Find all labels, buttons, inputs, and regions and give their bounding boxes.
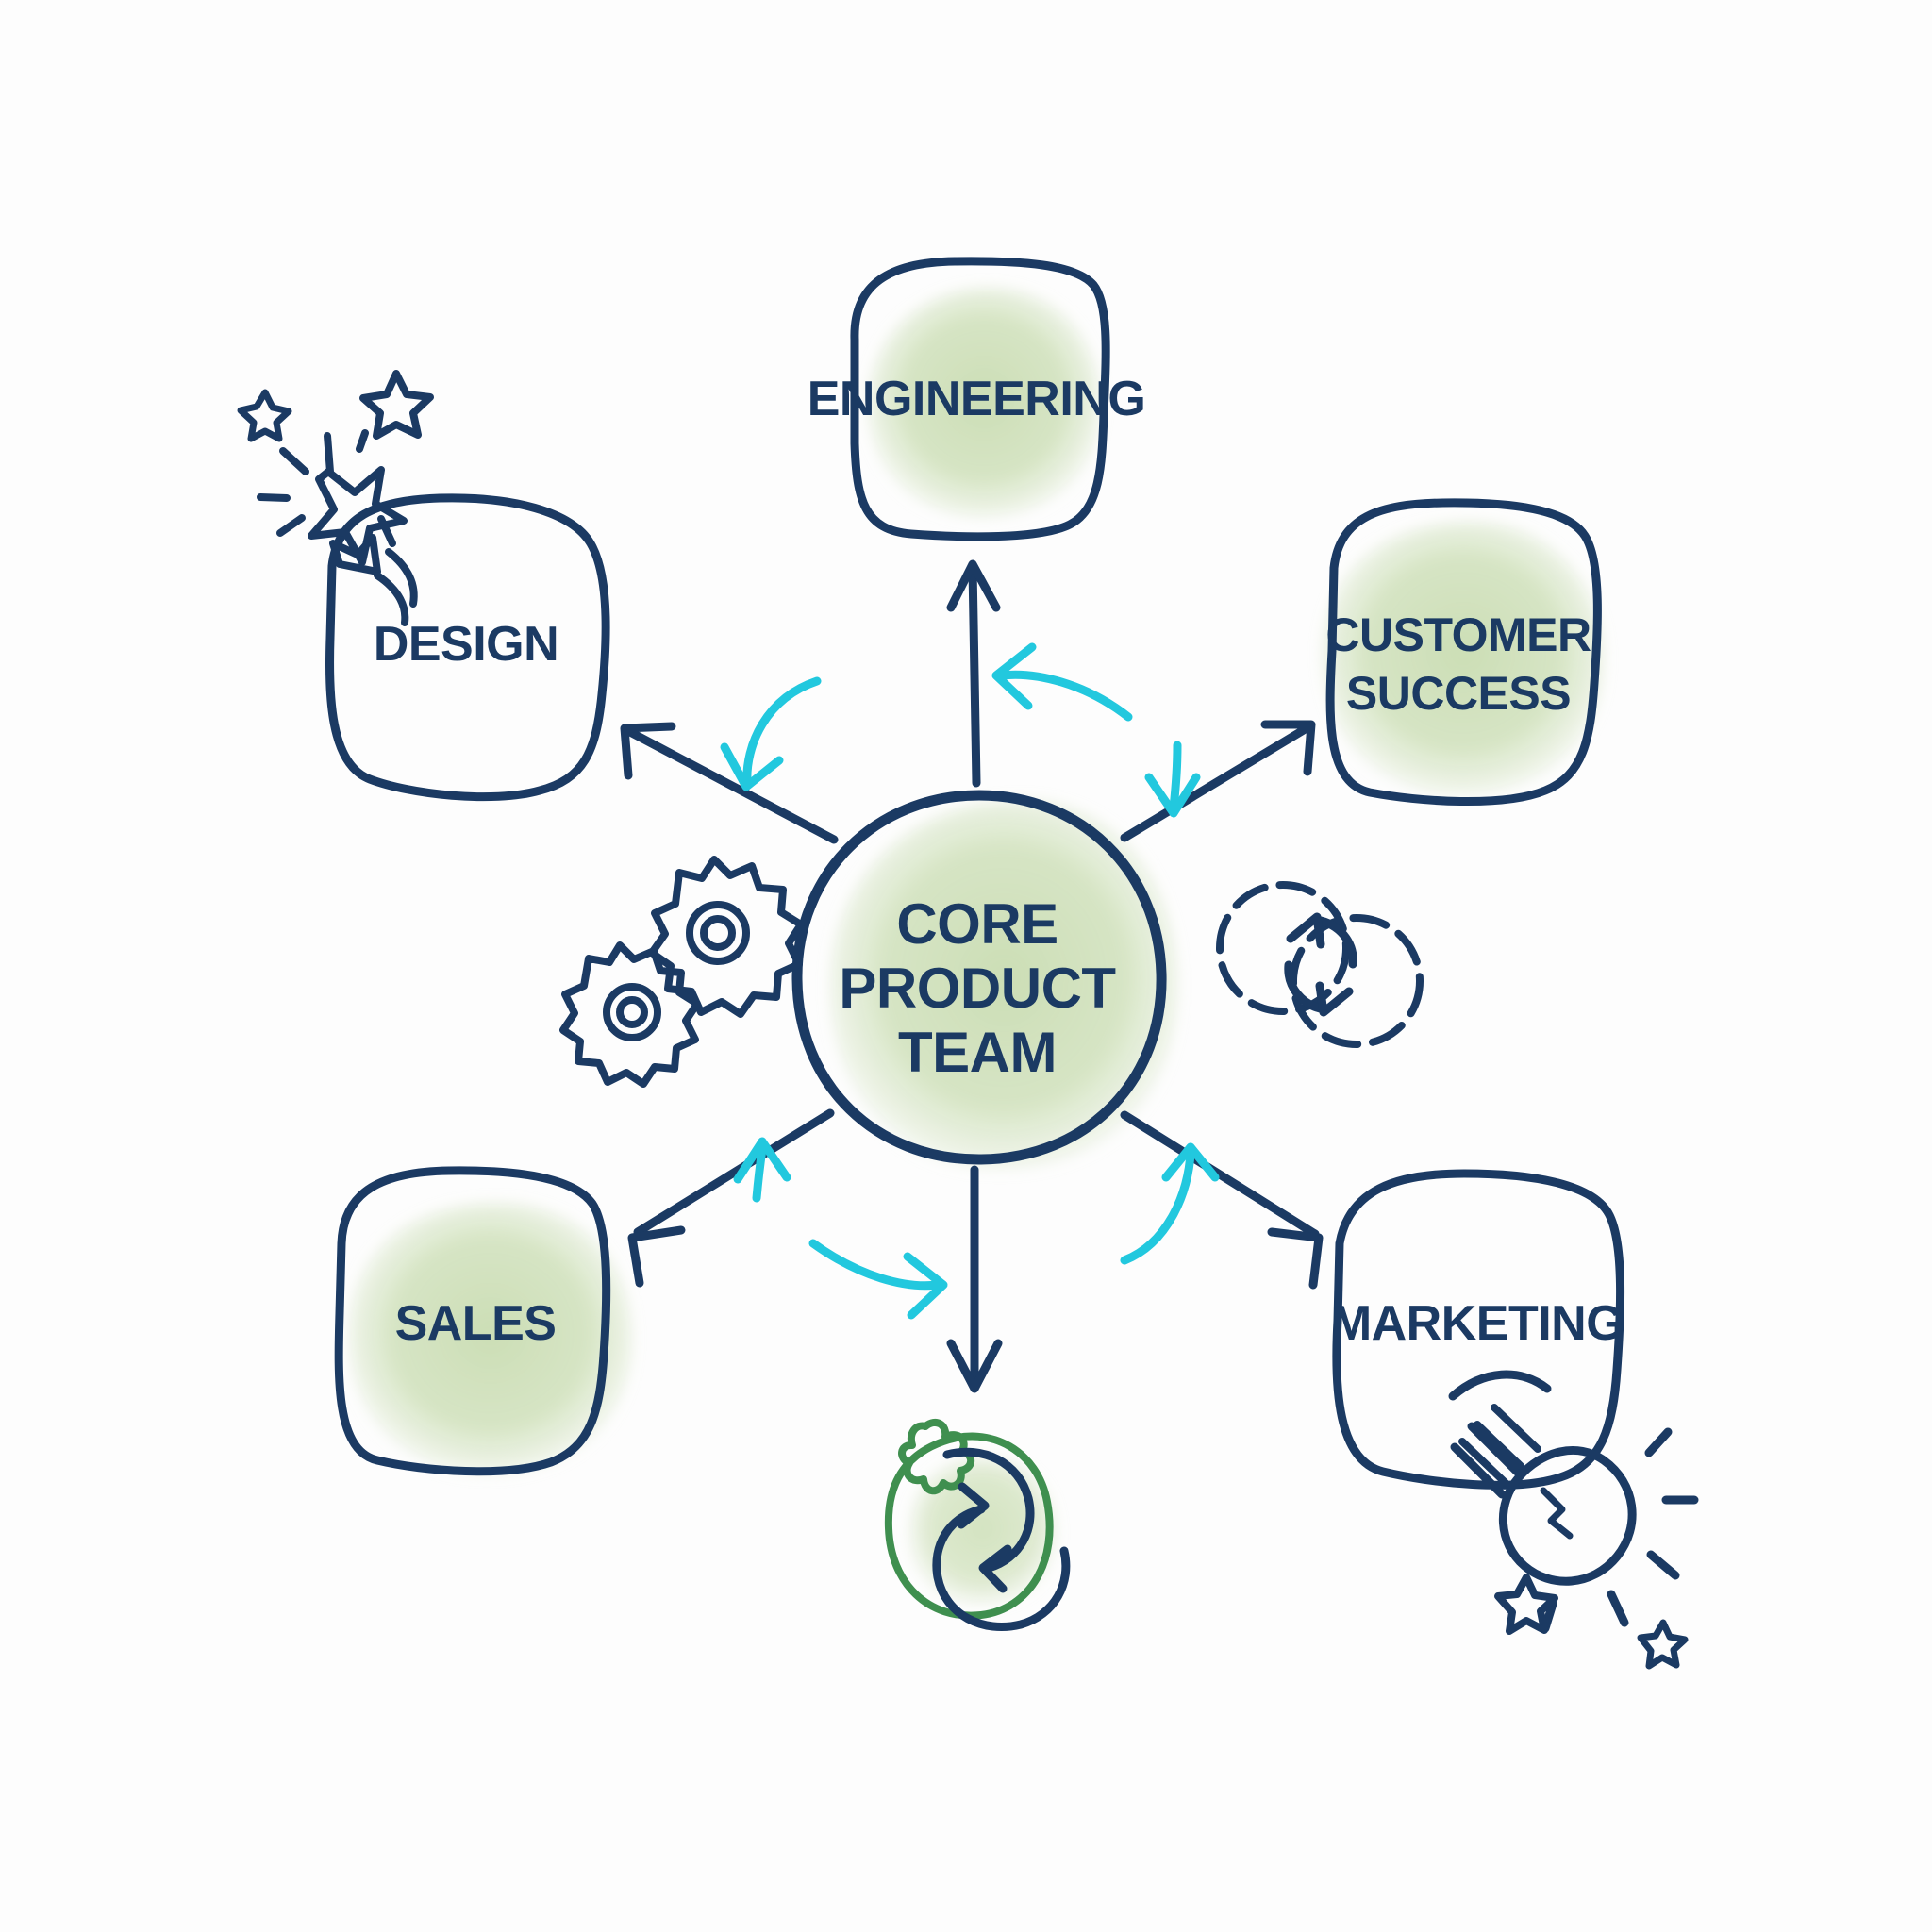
node-design-outline (325, 493, 610, 802)
feedback-arrow-marketing (1120, 1142, 1220, 1265)
hub-circle-outline (791, 790, 1167, 1165)
gears-icon (559, 856, 805, 1088)
spoke-arrow-sales (627, 1108, 835, 1288)
node-customer-success-label-line1: CUSTOMER (1325, 608, 1591, 661)
node-marketing-outline (1332, 1169, 1625, 1490)
feedback-arrow-engineering (991, 642, 1133, 722)
node-sales[interactable]: SALES (334, 1166, 611, 1476)
node-sales-outline (334, 1166, 611, 1476)
spoke-arrow-design (620, 722, 839, 844)
node-marketing-label: MARKETING (1331, 1296, 1624, 1351)
spoke-arrow-customer-success (1120, 720, 1316, 842)
spoke-arrow-layer (620, 559, 1324, 1393)
hub-label-line2: PRODUCT (839, 957, 1115, 1020)
spoke-arrow-engineering (946, 559, 1001, 788)
blob-customer-success (1322, 521, 1605, 796)
node-customer-success-outline (1325, 498, 1602, 806)
node-marketing[interactable]: MARKETING (1331, 1169, 1625, 1490)
feedback-arrow-design (720, 676, 822, 791)
hub-label-line1: CORE (896, 892, 1058, 956)
sync-circles-icon (1216, 881, 1424, 1048)
node-sales-label: SALES (395, 1296, 557, 1351)
blob-sales (348, 1202, 633, 1475)
node-design-label: DESIGN (374, 617, 558, 672)
node-customer-success-label-line2: SUCCESS (1346, 667, 1571, 720)
node-core-product-team[interactable]: CORE PRODUCT TEAM (791, 790, 1167, 1165)
hub-label-line3: TEAM (898, 1021, 1057, 1084)
feedback-arrow-sales (733, 1137, 791, 1203)
lightbulb-icon (1448, 1370, 1699, 1670)
node-customer-success[interactable]: CUSTOMER SUCCESS (1325, 498, 1602, 806)
sparkle-wand-icon (237, 370, 434, 626)
node-engineering-label: ENGINEERING (808, 372, 1146, 426)
spoke-arrow-bottom (946, 1165, 1003, 1393)
refresh-cycle-icon (884, 1419, 1071, 1632)
feedback-arrow-bottom (808, 1239, 948, 1320)
node-engineering-outline (850, 257, 1110, 541)
spoke-arrow-marketing (1120, 1110, 1324, 1290)
feedback-arrow-customer-success (1144, 741, 1201, 818)
blob-hub (829, 799, 1178, 1171)
feedback-arrow-layer (720, 642, 1220, 1320)
blob-engineering (868, 287, 1101, 519)
blob-refresh-icon (909, 1457, 1057, 1606)
node-engineering[interactable]: ENGINEERING (808, 257, 1146, 541)
green-blob-layer (348, 287, 1605, 1606)
